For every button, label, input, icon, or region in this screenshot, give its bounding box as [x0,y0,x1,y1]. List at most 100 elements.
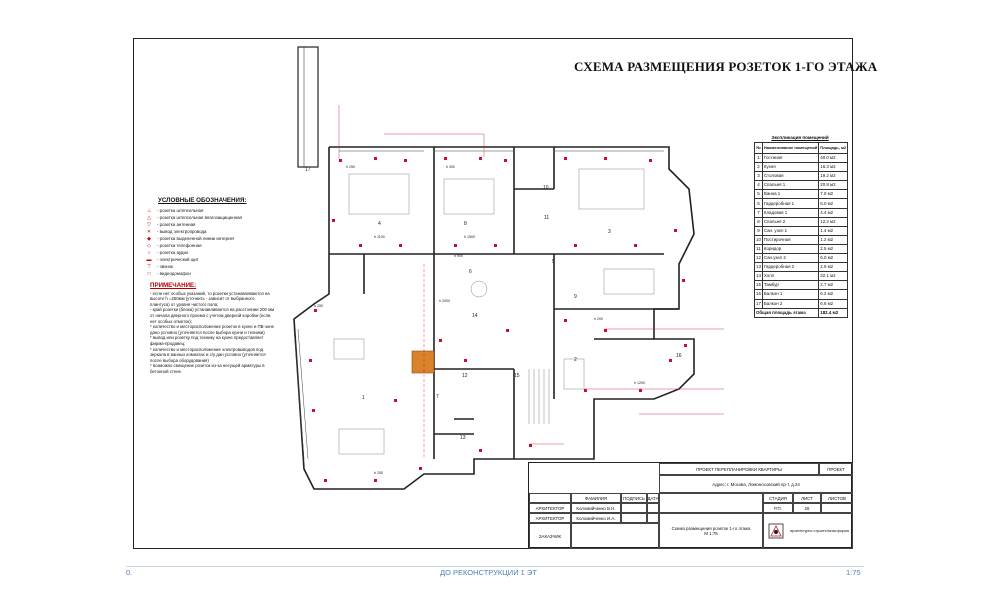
schedule-cell-n: 17 [754,298,763,309]
room-number: 16 [676,353,682,359]
legend-item: ◇- розетка телефонная [144,242,274,249]
note-line: - край розетки (блока) устанавливается н… [150,307,275,324]
schedule-header-num: № [754,142,763,154]
schedule-header-area: Площадь, м2 [818,142,849,154]
schedule-cell-name: Тамбур [761,280,820,291]
schedule-cell-name: Спальня 2 [761,216,820,227]
schedule-cell-area: 40.0 м2 [818,152,849,164]
schedule-cell-name: Кухня [761,162,820,173]
tb-drawing-title: Схема размещения розеток 1-го этажа [671,526,751,531]
note-line: * вывод или розетку под технику на кухне… [150,335,264,346]
schedule-cell-n: 2 [754,162,763,173]
legend-item: ▽- розетка антенная [144,221,274,228]
schedule-cell-area: 19.2 м2 [818,171,849,182]
schedule-cell-n: 6 [754,198,763,209]
schedule-cell-name: Сан. узел 1 [761,225,820,236]
legend-item-label: - розетка аудио [157,250,189,255]
schedule-cell-n: 3 [754,171,763,182]
schedule-cell-area: 32.1 м2 [818,271,849,282]
schedule-cell-name: Гардеробная 1 [761,198,820,209]
tb-h-sign: ПОДПИСЬ [621,493,647,503]
height-tag: h 1200 [634,381,645,385]
tb-scale: М 1:75 [704,531,718,536]
schedule-cell-area: 16.3 м2 [818,162,849,173]
schedule-cell-area: 2.9 м2 [818,262,849,273]
internet-icon: ◆ [147,235,151,242]
schedule-cell-n: 1 [754,152,763,164]
legend-item-label: - электрический щит [157,257,199,262]
legend-item: ⊤- звонок [144,263,274,270]
tb-stage-header: СТАДИЯ [763,493,793,503]
bell-icon: ⊤ [146,263,152,270]
intercom-icon: □ [147,270,151,277]
legend-item-label: - розетка антенная [157,222,196,227]
tb-h-date: ДАТА [647,493,659,503]
schedule-cell-name: Гардеробная 2 [761,262,820,273]
legend-item-label: - розетка штепсельная [157,208,204,213]
tv-panel-block [411,350,435,374]
schedule-cell-name: Постирочная [761,234,820,245]
schedule-cell-area: 2.7 м2 [818,280,849,291]
legend-item-label: - вывод электропровода [157,229,207,234]
tb-sheet-header: ЛИСТ [793,493,821,503]
schedule-cell-n: 12 [754,253,763,264]
schedule-cell-n: 13 [754,262,763,273]
notes-heading: ПРИМЕЧАНИЕ: [150,282,197,289]
tb-firm-label: архитектурно-строительная фирма [790,529,849,533]
schedule-cell-area: 6.2 м2 [818,289,849,300]
legend-item: □- видеодомофон [144,270,274,277]
height-tag: h 250 [314,304,323,308]
height-tag: h 1500 [464,235,475,239]
footer-scale: 1:75 [846,568,861,577]
legend-item: ✕ - вывод электропровода [144,228,274,235]
tb-stamp: ПРОЕКТ [819,463,853,475]
room-number: 9 [574,294,577,300]
room-number: 14 [472,313,478,319]
tb-address: Адрес: г. Москва, Ломоносовский пр-т, д.… [659,475,853,493]
schedule-cell-area: 6.6 м2 [818,298,849,309]
room-number: 11 [544,215,550,221]
height-tag: h 250 [374,471,383,475]
title-block: ПРОЕКТ ПЕРЕПЛАНИРОВКИ КВАРТИРЫ ПРОЕКТ Ад… [528,462,853,549]
room-number: 13 [460,435,466,441]
tb-sheet-number: 28 [793,503,821,513]
legend-item-label: - розетка выделенной линии интернет [157,236,235,241]
schedule-total-row: Общая площадь этажа 182.4 м2 [753,307,849,318]
schedule-cell-n: 5 [754,189,763,200]
room-number: 6 [469,269,472,275]
schedule-header-name: Наименование помещений [761,142,820,154]
height-tag: h 900 [454,254,463,258]
cable-outlet-icon: ✕ [146,228,152,235]
note-line: * количество и месторасположение розеток… [150,324,275,335]
schedule-cell-name: Столовая [761,171,820,182]
leader-lines [338,105,724,445]
schedule-cell-area: 7.9 м2 [818,189,849,200]
footer-sheet-name: ДО РЕКОНСТРУКЦИИ 1 ЭТ [440,568,537,577]
height-tag: h 250 [346,165,355,169]
schedule-cell-area: 6.0 м2 [818,253,849,264]
legend-item: △- розетка штепсельная влагозащищенная [144,214,274,221]
footer-rule [126,566,864,567]
schedule-cell-area: 1.2 м2 [818,234,849,245]
schedule-cell-n: 15 [754,280,763,291]
tb-customer: ЗАКАЗЧИК [529,523,571,549]
room-number: 4 [378,221,381,227]
legend-item: ▬- электрический щит [144,256,274,263]
schedule-cell-n: 4 [754,180,763,191]
legend: УСЛОВНЫЕ ОБОЗНАЧЕНИЯ: ⊥- розетка штепсел… [144,197,274,277]
note-line: - если нет особых указаний, то розетки у… [150,290,270,307]
firm-logo-icon [768,523,784,539]
schedule-cell-area: 6.0 м2 [818,198,849,209]
tb-firm: архитектурно-строительная фирма [763,513,853,549]
tb-sheets-header: ЛИСТОВ [821,493,853,503]
